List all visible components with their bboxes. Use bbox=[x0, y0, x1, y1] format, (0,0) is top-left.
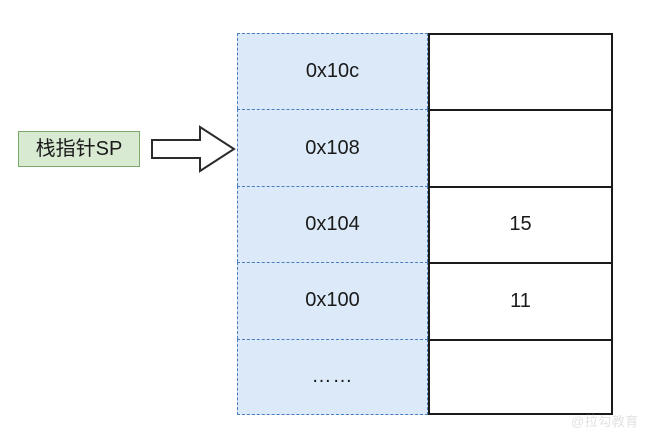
stack-pointer-label: 栈指针SP bbox=[18, 131, 140, 167]
memory-table: 0x10c 0x108 0x104 15 0x100 11 …… bbox=[237, 33, 613, 415]
address-cell: 0x100 bbox=[237, 262, 428, 339]
table-row: …… bbox=[237, 338, 613, 415]
address-cell: 0x104 bbox=[237, 185, 428, 263]
right-block-arrow-svg bbox=[151, 125, 236, 173]
address-cell: 0x10c bbox=[237, 33, 428, 110]
address-cell-ellipsis: …… bbox=[237, 338, 428, 415]
watermark: @拉勾教育 bbox=[571, 414, 639, 429]
ellipsis-text: …… bbox=[311, 365, 354, 388]
table-row: 0x10c bbox=[237, 33, 613, 110]
right-block-arrow-icon bbox=[150, 124, 236, 174]
value-cell: 11 bbox=[428, 262, 613, 339]
table-row: 0x100 11 bbox=[237, 262, 613, 339]
table-row: 0x108 bbox=[237, 109, 613, 186]
value-cell: 15 bbox=[428, 185, 613, 263]
value-cell bbox=[428, 338, 613, 415]
value-cell bbox=[428, 33, 613, 110]
table-row: 0x104 15 bbox=[237, 185, 613, 263]
address-cell: 0x108 bbox=[237, 109, 428, 186]
value-cell bbox=[428, 109, 613, 186]
